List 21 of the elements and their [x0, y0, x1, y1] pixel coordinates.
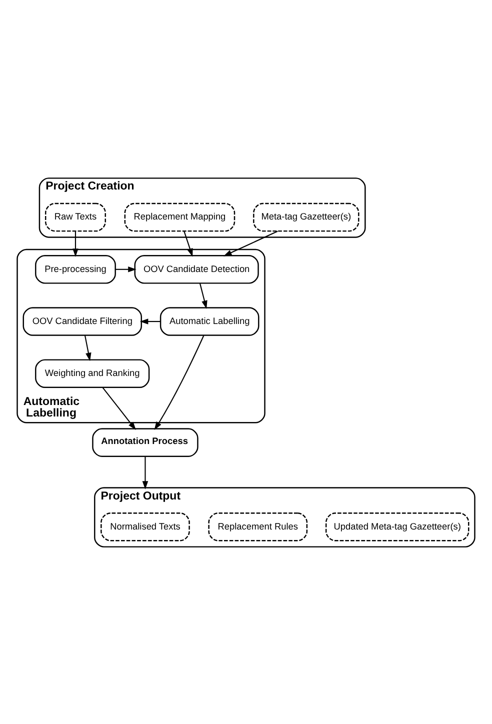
arrow	[142, 456, 148, 489]
arrow	[72, 230, 78, 256]
node-box: Meta-tag Gazetteer(s)	[253, 202, 360, 232]
node-box: Pre-processing	[35, 254, 116, 284]
node-box: Updated Meta-tag Gazetteer(s)	[325, 512, 470, 541]
node-box: Annotation Process	[92, 428, 198, 456]
node-box: OOV Candidate Detection	[134, 254, 259, 284]
arrow	[184, 230, 193, 256]
arrow	[154, 334, 204, 430]
node-box: Replacement Rules	[208, 512, 308, 541]
arrow	[140, 318, 160, 324]
node-box: Replacement Mapping	[124, 202, 236, 232]
arrow	[115, 266, 136, 272]
arrow	[102, 386, 136, 430]
node-box: OOV Candidate Filtering	[22, 306, 142, 336]
node-box: Raw Texts	[45, 202, 106, 232]
node-box: Automatic Labelling	[160, 306, 260, 336]
node-box: Weighting and Ranking	[35, 358, 150, 388]
node-box: Normalised Texts	[100, 512, 190, 541]
arrow	[84, 334, 92, 361]
arrow	[199, 282, 208, 308]
